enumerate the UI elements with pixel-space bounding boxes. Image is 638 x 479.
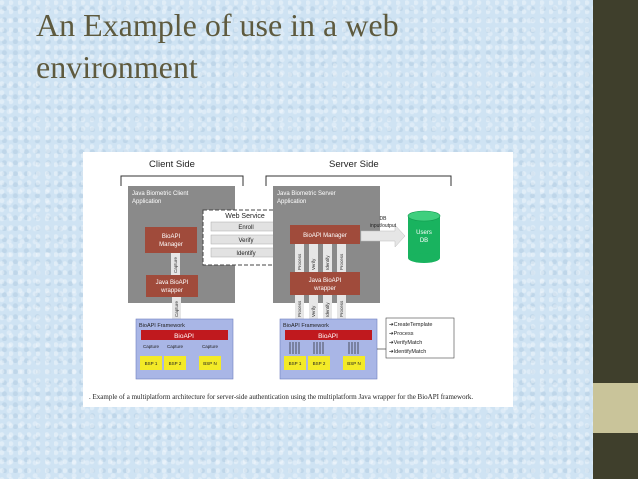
function-process: ➔Process <box>389 331 414 337</box>
server-bioapi-manager <box>290 225 360 244</box>
function-list-box <box>385 317 455 359</box>
slide-title: An Example of use in a web environment <box>36 4 556 88</box>
db-io-label-2: input/output <box>370 223 397 229</box>
client-java-wrapper <box>146 275 198 297</box>
client-capture-1: Capture <box>143 344 160 349</box>
client-manager-label-2: Manager <box>159 242 183 248</box>
function-create-template: ➔CreateTemplate <box>389 322 432 328</box>
client-bsp-2 <box>164 356 186 370</box>
server-bioapi-bar <box>285 330 372 340</box>
client-app-label-1: Java Biometric Client <box>132 191 189 197</box>
server-call-label-1: Process <box>297 253 302 270</box>
server-bsp-1 <box>284 356 306 370</box>
client-bsp-n <box>199 356 221 370</box>
server-bracket <box>265 175 452 186</box>
db-io-label-1: DB <box>380 216 388 222</box>
server-call-label-5: Process <box>297 300 302 317</box>
architecture-figure: Client Side Server Side Java Biometric C… <box>83 152 513 407</box>
client-app-label-2: Application <box>132 199 161 205</box>
server-app-label-1: Java Biometric Server <box>277 191 336 197</box>
server-wrapper-arrows <box>295 295 346 319</box>
function-verify-match: ➔VerifyMatch <box>389 340 422 346</box>
server-call-label-7: Identify <box>325 302 330 317</box>
server-wrapper-label-1: Java BioAPI <box>309 278 342 284</box>
client-framework-label: BioAPI Framework <box>139 323 185 329</box>
server-framework-label: BioAPI Framework <box>283 323 329 329</box>
client-bracket <box>120 175 244 186</box>
client-wrapper-label-1: Java BioAPI <box>156 280 189 286</box>
server-bioapi-label: BioAPI <box>318 333 338 340</box>
client-bsp-2-label: BSP 2 <box>169 361 182 366</box>
server-wrapper-label-2: wrapper <box>313 286 336 292</box>
server-bsp-n-label: BSP N <box>347 361 360 366</box>
title-line-2: environment <box>36 49 198 85</box>
enroll-label: Enroll <box>238 225 253 231</box>
server-call-arrows <box>295 244 346 272</box>
identify-label: Identify <box>236 251 255 257</box>
client-wrapper-label-2: wrapper <box>160 288 183 294</box>
client-manager-label-1: BioAPI <box>162 234 181 240</box>
client-bsp-1 <box>140 356 162 370</box>
server-call-label-6: Verify <box>311 305 316 317</box>
slide-sidebar <box>593 0 638 479</box>
figure-caption: . Example of a multiplatform architectur… <box>89 393 474 401</box>
client-capture-arrow <box>171 253 180 275</box>
server-bsp-n <box>343 356 365 370</box>
server-app-label-2: Application <box>277 199 306 205</box>
client-capture-label: Capture <box>173 256 178 273</box>
server-bsp-2 <box>308 356 330 370</box>
server-bsp-2-label: BSP 2 <box>313 361 326 366</box>
client-capture-2: Capture <box>167 344 184 349</box>
web-service-label: Web Service <box>225 213 265 220</box>
client-capture-label-2: Capture <box>174 300 179 317</box>
title-line-1: An Example of use in a web <box>36 7 399 43</box>
server-call-label-4: Process <box>339 253 344 270</box>
server-side-label: Server Side <box>329 159 379 170</box>
server-bsp-1-label: BSP 1 <box>289 361 302 366</box>
client-bsp-1-label: BSP 1 <box>145 361 158 366</box>
sidebar-accent <box>593 383 638 433</box>
function-identify-match: ➔IdentifyMatch <box>389 349 426 355</box>
server-bsp-connectors <box>289 342 359 354</box>
users-db-label-1: Users <box>416 230 432 236</box>
client-bsp-n-label: BSP N <box>203 361 216 366</box>
client-capture-arrow-2 <box>172 297 181 319</box>
client-bioapi-label: BioAPI <box>174 333 194 340</box>
client-side-label: Client Side <box>149 159 195 170</box>
server-call-label-8: Process <box>339 300 344 317</box>
users-db-cylinder <box>407 210 441 263</box>
architecture-diagram: Client Side Server Side Java Biometric C… <box>120 159 455 380</box>
users-db-label-2: DB <box>420 238 428 244</box>
client-bioapi-bar <box>141 330 228 340</box>
verify-label: Verify <box>238 238 253 244</box>
server-call-label-3: Identify <box>325 255 330 270</box>
server-call-label-2: Verify <box>311 258 316 270</box>
client-capture-3: Capture <box>202 344 219 349</box>
server-java-wrapper <box>290 272 360 295</box>
server-manager-label: BioAPI Manager <box>303 233 347 239</box>
db-io-arrow <box>360 224 406 248</box>
client-bioapi-manager <box>145 227 197 253</box>
